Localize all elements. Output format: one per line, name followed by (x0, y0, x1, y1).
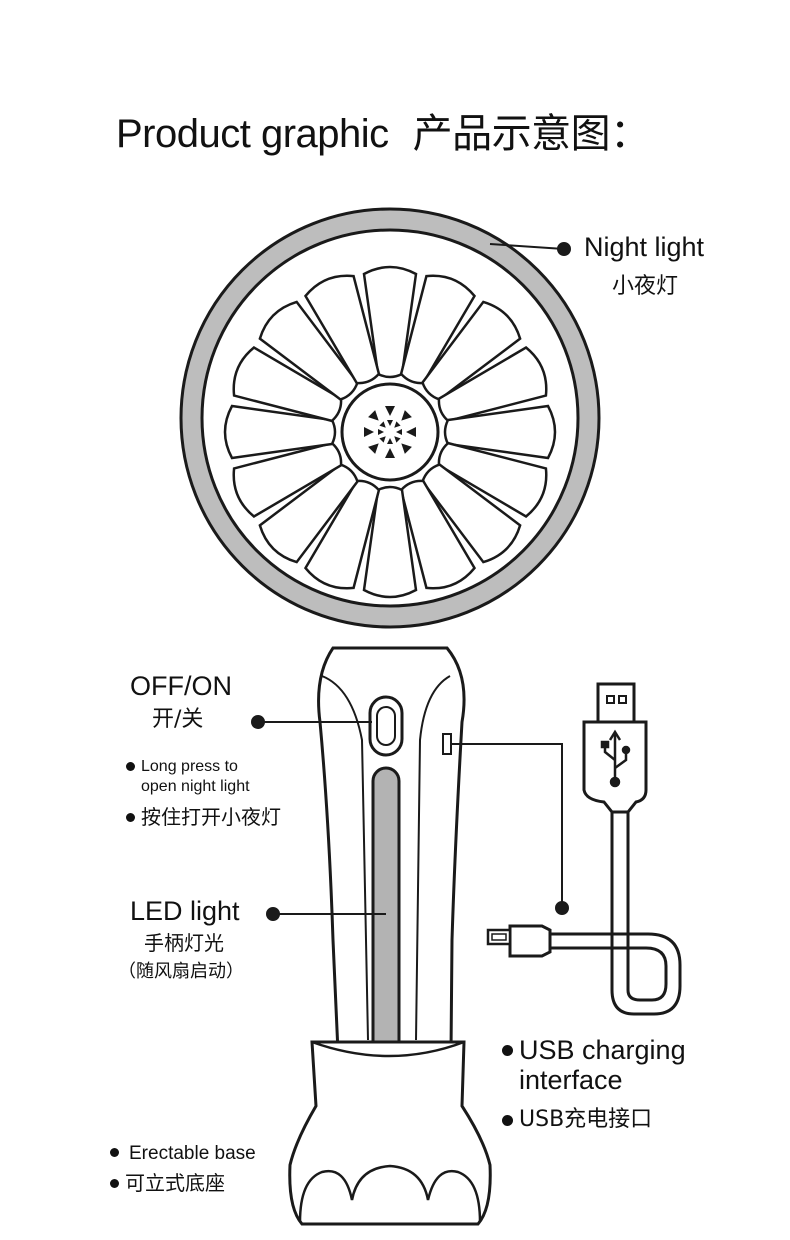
night-light-label-zh: 小夜灯 (612, 274, 679, 299)
power-switch-note-zh-text: 按住打开小夜灯 (141, 805, 281, 829)
micro-usb-body (508, 924, 552, 958)
usb-cable (548, 812, 682, 1016)
base-feet (298, 1164, 482, 1223)
bullet-dot (502, 1115, 513, 1126)
fan-blade-slot (232, 345, 343, 423)
power-switch-label-zh: 开/关 (152, 707, 204, 732)
fan-blade-slot (421, 300, 522, 401)
handle-inner-contour-right (415, 675, 451, 1041)
led-light-label-zh: 手柄灯光 (144, 931, 224, 955)
hub-vent-outer (401, 443, 412, 454)
power-switch-label: OFF/ON (130, 671, 232, 701)
hub-vent-outer (385, 406, 395, 416)
base-collar-line (311, 1040, 465, 1058)
fan-blade-slot (258, 463, 359, 564)
base-label-zh: 可立式底座 (110, 1172, 225, 1194)
hub-vent-inner (378, 429, 384, 435)
usb-label-zh: USB充电接口 (502, 1107, 653, 1132)
title-zh: 产品示意图： (412, 111, 651, 157)
leader-lines (251, 242, 571, 921)
led-light-note-zh: （随风扇启动） (118, 961, 244, 982)
power-switch-inner (376, 706, 396, 746)
erectable-base (288, 1040, 492, 1226)
usb-port[interactable] (442, 733, 452, 755)
hub-vent-outer (401, 410, 412, 421)
usb-label-line-2: interface (519, 1064, 623, 1095)
led-light-label: LED light (130, 896, 240, 926)
star-vent-icon (364, 406, 416, 458)
title-en: Product graphic (116, 112, 389, 156)
fan-blade-slot (399, 479, 477, 590)
usb-a-connector (596, 682, 636, 724)
base-label-text: Erectable base (129, 1143, 256, 1164)
power-switch-note: Long press to open night light (126, 757, 250, 797)
hub-vent-inner (396, 429, 402, 435)
hub-vent-inner (387, 420, 393, 426)
base-label-zh-text: 可立式底座 (125, 1171, 225, 1195)
power-switch-note-line-1: Long press to (141, 758, 238, 775)
fan-blade-slot (443, 404, 557, 460)
fan-blade-slot (362, 485, 418, 599)
hub-vent-outer (368, 443, 379, 454)
fan-blade-slot (437, 441, 548, 519)
power-switch-note-zh: 按住打开小夜灯 (126, 806, 281, 828)
hub-vent-outer (364, 427, 374, 437)
hub-vent-outer (368, 410, 379, 421)
fan-blade-slot (399, 274, 477, 385)
bullet-dot (502, 1045, 513, 1056)
fan-blade-slot (232, 441, 343, 519)
power-switch-note-line-2: open night light (141, 778, 250, 795)
fan-blade-slot (303, 274, 381, 385)
bullet-dot (110, 1148, 119, 1157)
base-label: Erectable base (110, 1142, 256, 1166)
fan-hub (340, 382, 440, 482)
usb-label-line-1: USB charging (519, 1035, 686, 1065)
bullet-dot (110, 1179, 119, 1188)
usb-trident-icon (600, 729, 631, 788)
handle-inner-contour (321, 675, 369, 1041)
bullet-dot (126, 813, 135, 822)
night-light-label: Night light (584, 232, 705, 262)
fan-blade-slot (437, 345, 548, 423)
page-title: Product graphic 产品示意图： (116, 112, 650, 156)
bullet-dot (126, 762, 135, 771)
fan-blade-slot (421, 463, 522, 564)
fan-blade-slot (258, 300, 359, 401)
fan-blade-slot (223, 404, 337, 460)
fan-blades-icon (223, 265, 557, 599)
hub-vent-outer (406, 427, 416, 437)
fan-blade-slot (303, 479, 381, 590)
usb-label-zh-text: USB充电接口 (519, 1107, 653, 1132)
usb-a-pin-left (606, 695, 615, 704)
hub-vent-inner (387, 438, 393, 444)
micro-usb-inner (491, 933, 507, 941)
hub-vent-outer (385, 448, 395, 458)
fan-blade-slot (362, 265, 418, 379)
usb-a-pin-right (618, 695, 627, 704)
